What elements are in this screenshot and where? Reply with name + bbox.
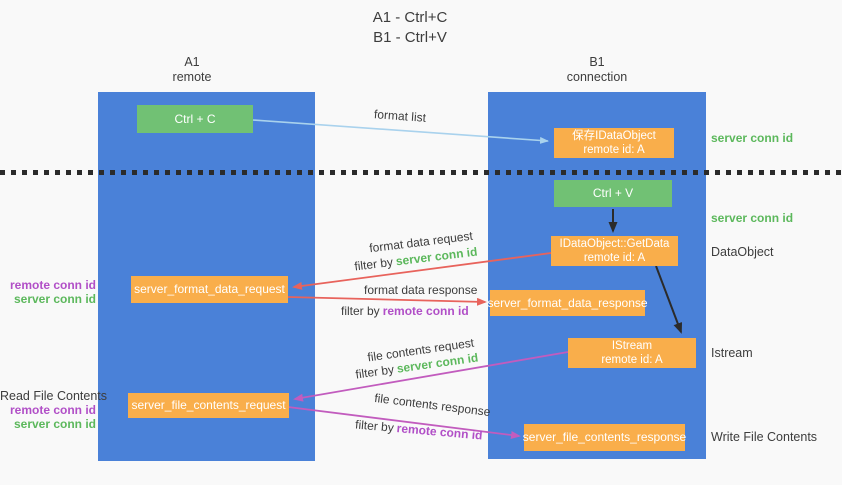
- istream-box: IStream remote id: A: [568, 338, 696, 368]
- server-file-contents-response-box: server_file_contents_response: [522, 424, 687, 451]
- istream-annotation: Istream: [711, 346, 753, 360]
- remote-conn-id-annotation-left-2: remote conn id: [9, 403, 96, 417]
- format-data-response-label: format data response: [364, 283, 478, 297]
- file-contents-response-label: file contents response: [373, 390, 492, 420]
- dotted-divider: [0, 170, 842, 175]
- filter-by-text: filter by: [354, 417, 395, 435]
- ctrl-c-box: Ctrl + C: [137, 105, 253, 133]
- remote-conn-id-annotation-left-1: remote conn id: [9, 278, 96, 292]
- server-file-contents-request-label: server_file_contents_request: [131, 398, 286, 413]
- server-format-data-response-label: server_format_data_response: [487, 295, 648, 310]
- remote-conn-id-text: remote conn id: [396, 421, 484, 443]
- istream-line2: remote id: A: [601, 354, 663, 366]
- title-line-2: B1 - Ctrl+V: [373, 29, 447, 46]
- server-file-contents-request-box: server_file_contents_request: [128, 393, 289, 418]
- ctrl-c-label: Ctrl + C: [174, 111, 216, 126]
- server-format-data-request-label: server_format_data_request: [134, 282, 285, 297]
- title-line-1: A1 - Ctrl+C: [372, 9, 448, 26]
- filter-by-text: filter by: [353, 254, 394, 274]
- filter-by-text: filter by: [341, 304, 380, 318]
- ctrl-v-box: Ctrl + V: [554, 180, 672, 207]
- server-conn-id-annotation-left-1: server conn id: [13, 292, 96, 306]
- lane-left-subtitle: remote: [172, 70, 212, 84]
- server-format-data-response-box: server_format_data_response: [487, 290, 648, 316]
- ctrl-v-label: Ctrl + V: [592, 186, 634, 201]
- istream-line1: IStream: [611, 339, 653, 352]
- arrow-format-data-response: [287, 296, 487, 306]
- save-dataobject-box: 保存IDataObject remote id: A: [554, 128, 674, 158]
- lane-header-left: A1 remote: [132, 55, 252, 85]
- remote-conn-id-text: remote conn id: [382, 304, 469, 318]
- getdata-line2: remote id: A: [583, 252, 646, 264]
- write-file-contents-annotation: Write File Contents: [711, 430, 818, 444]
- lane-right-subtitle: connection: [566, 70, 628, 84]
- dataobject-annotation: DataObject: [711, 245, 774, 259]
- lane-header-right: B1 connection: [537, 55, 657, 85]
- format-list-label: format list: [373, 107, 427, 125]
- getdata-box: IDataObject::GetData remote id: A: [551, 236, 678, 266]
- lane-right-name: B1: [589, 55, 605, 69]
- server-file-contents-response-label: server_file_contents_response: [522, 430, 687, 445]
- page-title: A1 - Ctrl+C B1 - Ctrl+V: [310, 8, 510, 48]
- server-conn-id-annotation-top: server conn id: [711, 131, 794, 145]
- server-conn-id-annotation-left-2: server conn id: [13, 417, 96, 431]
- server-conn-id-annotation-mid: server conn id: [711, 211, 794, 225]
- lane-left-name: A1: [184, 55, 200, 69]
- getdata-line1: IDataObject::GetData: [559, 237, 670, 250]
- filter-by-text: filter by: [354, 362, 395, 382]
- save-dataobject-line2: remote id: A: [583, 144, 645, 156]
- read-file-contents-annotation: Read File Contents: [0, 389, 108, 403]
- save-dataobject-line1: 保存IDataObject: [572, 129, 656, 142]
- server-format-data-request-box: server_format_data_request: [131, 276, 288, 303]
